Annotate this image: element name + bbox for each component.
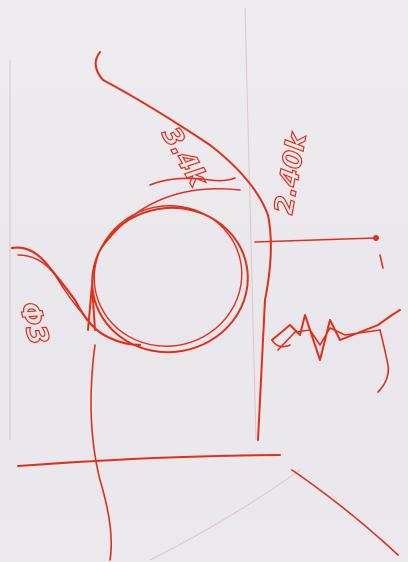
bottom-right-diagonal — [291, 469, 399, 556]
bottom-baseline — [17, 454, 281, 467]
faint-guides — [9, 7, 301, 561]
left-label: Φ3 — [13, 298, 56, 348]
top-scribble — [149, 177, 236, 186]
red-ink-strokes — [10, 51, 401, 561]
left-wavy-line-2 — [17, 254, 89, 321]
right-label: 2.40k — [269, 129, 313, 216]
left-spike — [87, 284, 96, 331]
faint-bottom-arc — [149, 469, 301, 561]
circle-top-arc — [99, 188, 241, 251]
top-hook-curve — [94, 51, 272, 441]
right-zigzag-left-hook — [271, 339, 291, 348]
main-circle — [91, 206, 249, 354]
right-zigzag-tail — [377, 329, 390, 393]
leader-dot — [373, 235, 379, 241]
handwritten-labels: Φ3 3.4k 2.40k — [12, 121, 314, 349]
left-wavy-line — [10, 246, 142, 347]
main-circle-overstroke — [93, 205, 243, 347]
right-zigzag-shape — [271, 309, 401, 361]
right-leader-line — [254, 237, 376, 243]
left-vertical-curve — [90, 344, 112, 561]
top-label: 3.4k — [155, 122, 214, 193]
right-tick-mark — [379, 254, 384, 269]
right-zigzag-shape-2 — [277, 327, 381, 351]
faint-middle-vertical-line — [244, 7, 257, 441]
